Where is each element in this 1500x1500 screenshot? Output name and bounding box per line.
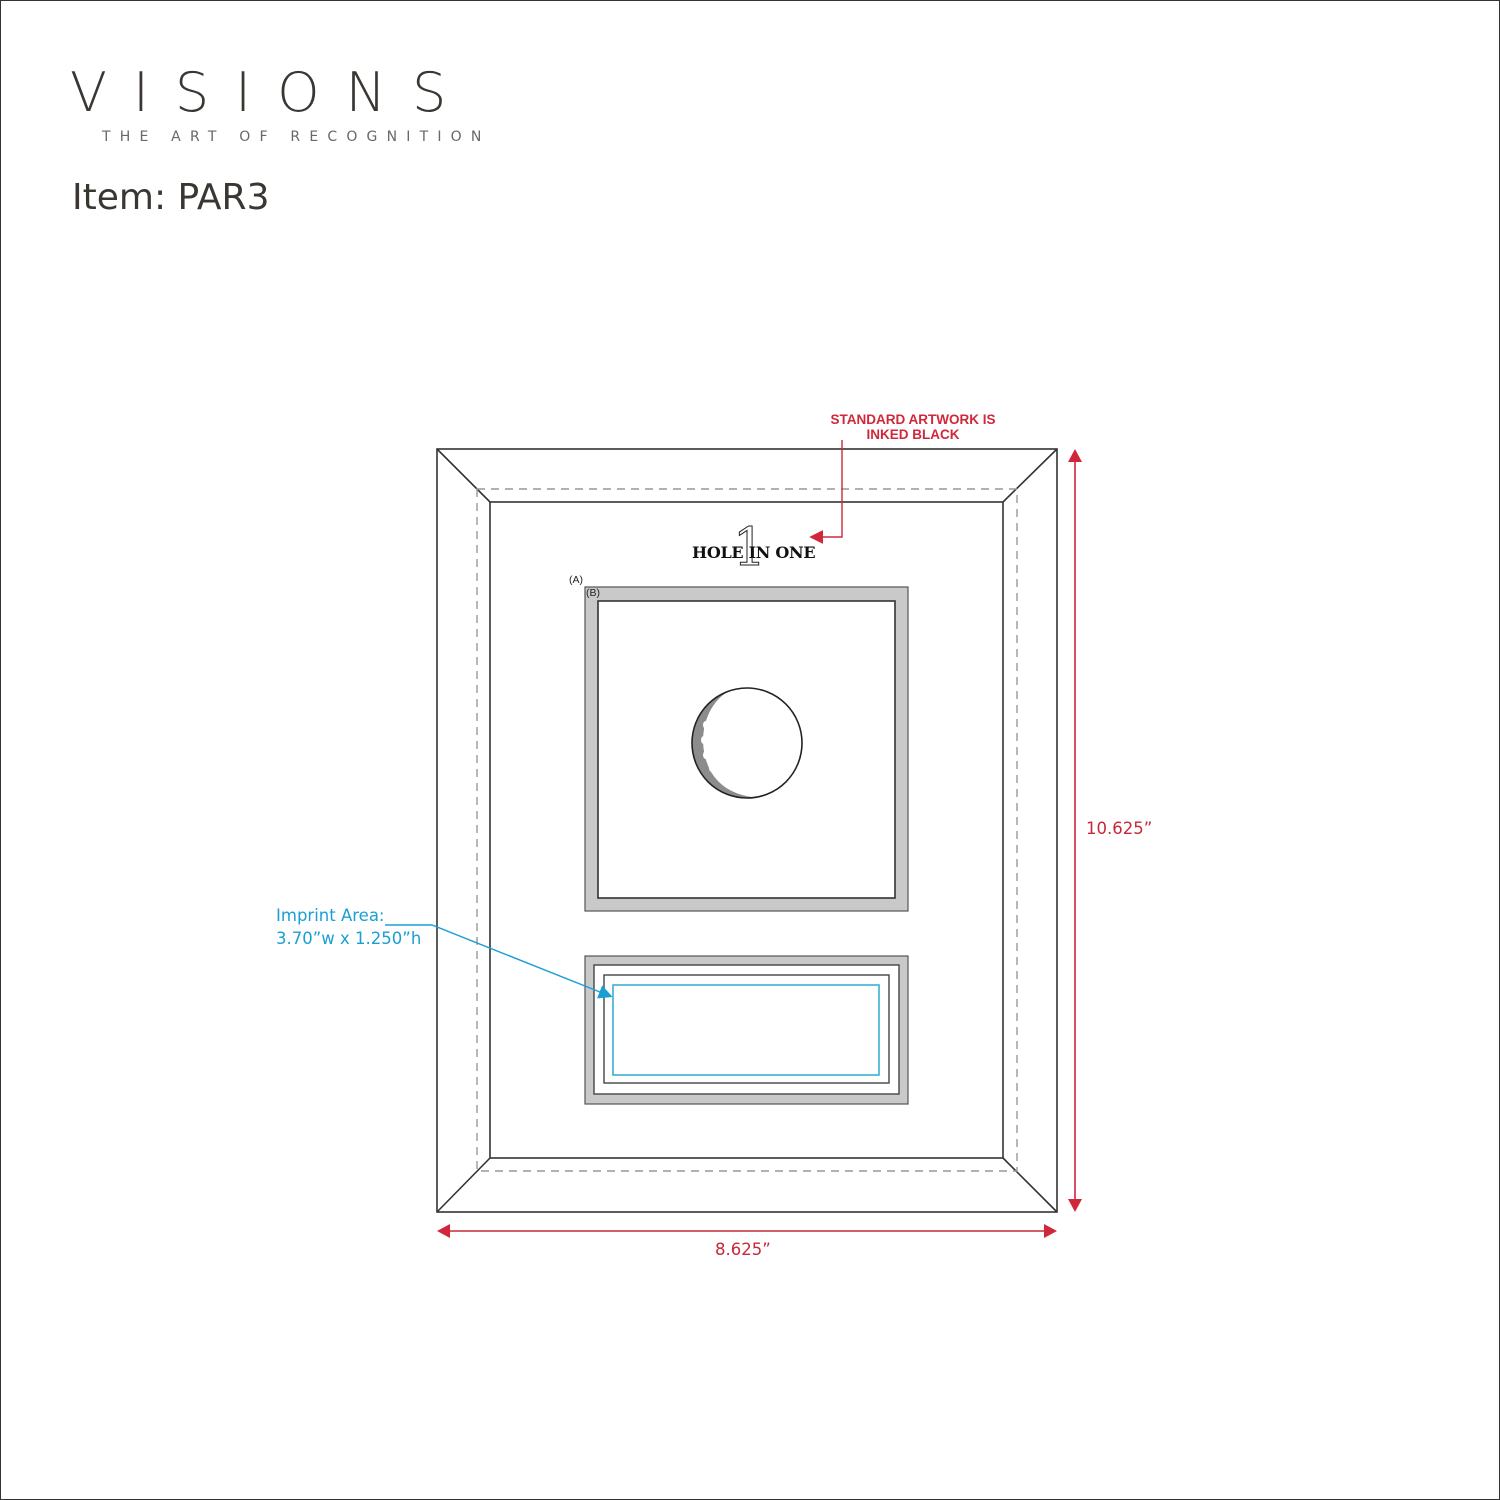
- artwork-word-one: ONE: [775, 543, 816, 562]
- brand-logo: VISIONS: [70, 61, 473, 124]
- imprint-leader: [385, 924, 613, 999]
- artwork-note-line1: STANDARD ARTWORK IS: [830, 412, 996, 427]
- imprint-area-box: [612, 984, 880, 1076]
- width-dimension-line: [437, 1224, 1057, 1238]
- hole-in-one-artwork: HOLE IN ONE: [692, 543, 816, 562]
- artwork-word-in: IN: [748, 543, 771, 562]
- label-b: (B): [586, 587, 600, 599]
- height-dimension-label: 10.625”: [1086, 819, 1153, 838]
- outer-frame: [436, 448, 1058, 1213]
- artwork-note: STANDARD ARTWORK IS INKED BLACK: [820, 412, 1006, 442]
- imprint-area-note: Imprint Area: 3.70”w x 1.250”h: [276, 904, 421, 950]
- artwork-note-leader: [809, 440, 843, 544]
- item-label: Item: PAR3: [72, 177, 270, 218]
- hole-in-one-numeral: 1: [732, 518, 767, 578]
- brand-tagline: THE ART OF RECOGNITION: [102, 129, 491, 145]
- artwork-note-line2: INKED BLACK: [866, 427, 960, 442]
- imprint-line1: Imprint Area:: [276, 906, 385, 925]
- rabbet-dashed-line: [476, 488, 1018, 1172]
- golf-ball-icon: [691, 687, 803, 799]
- imprint-line2: 3.70”w x 1.250”h: [276, 929, 422, 948]
- width-dimension-label: 8.625”: [715, 1240, 771, 1259]
- label-a: (A): [569, 574, 583, 586]
- height-dimension-line: [1068, 449, 1082, 1212]
- artwork-word-hole: HOLE: [692, 543, 744, 562]
- plate-opening: [584, 955, 909, 1105]
